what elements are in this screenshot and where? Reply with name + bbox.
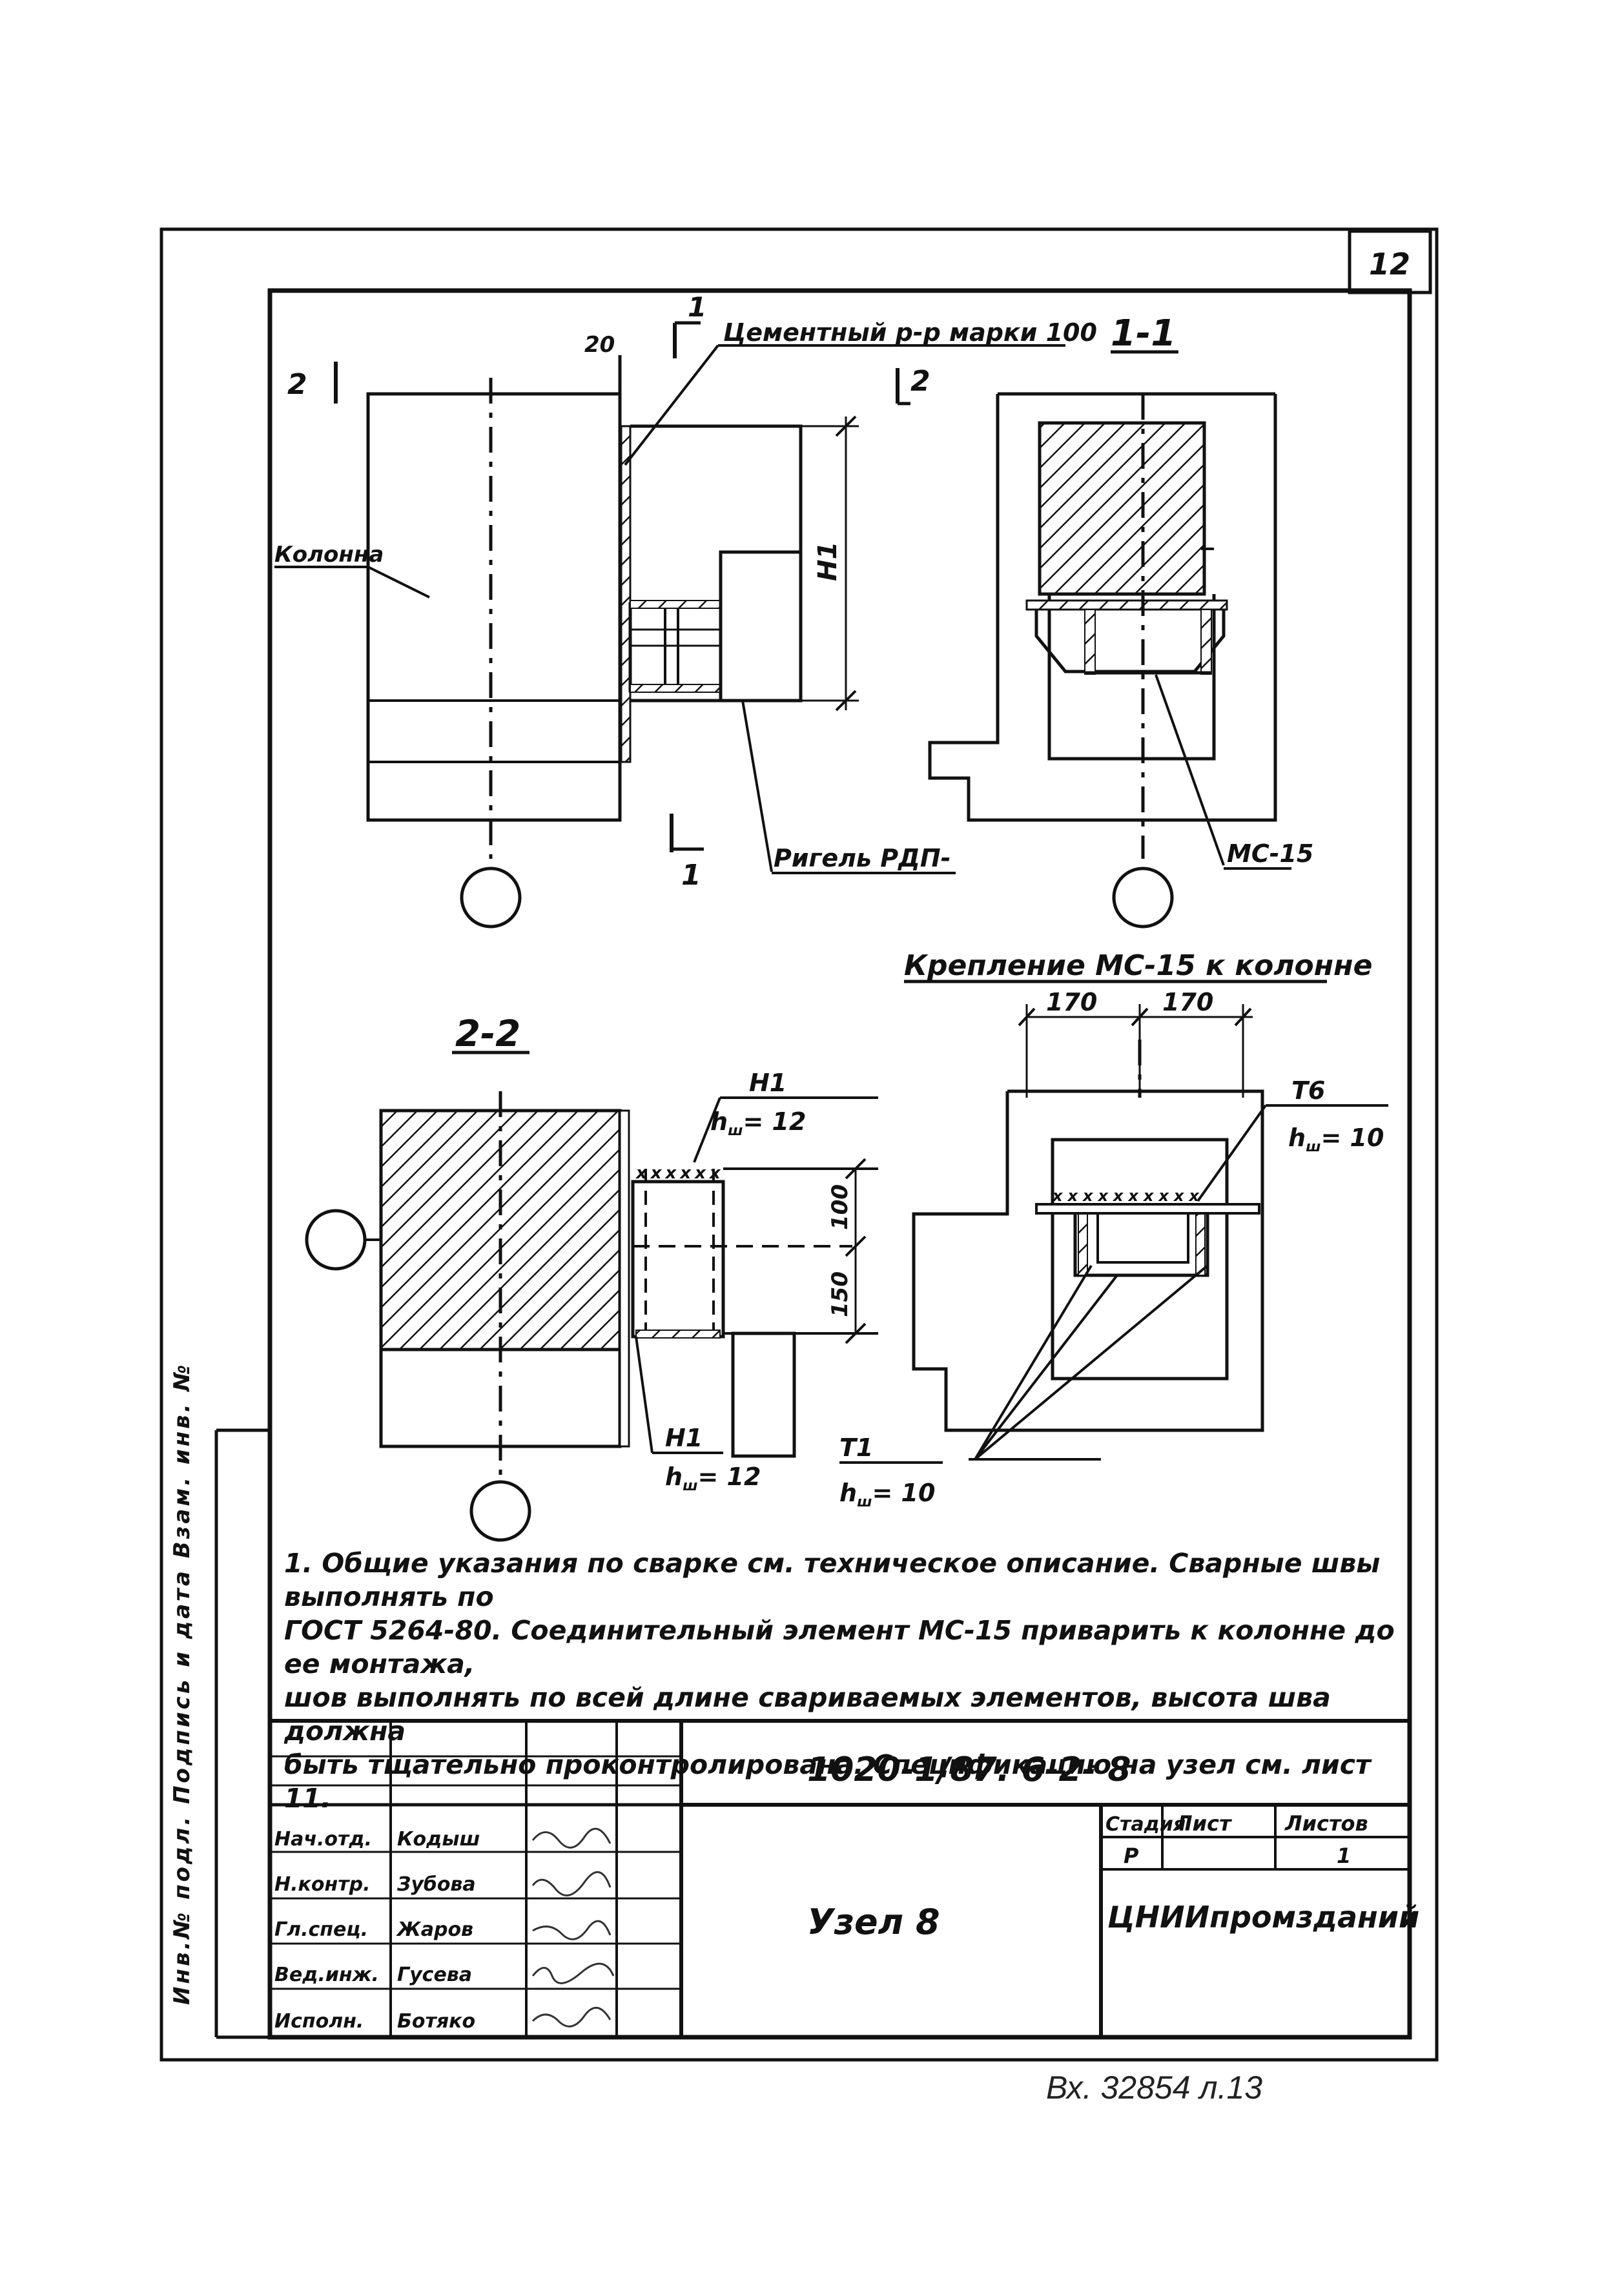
name-4: Гусева — [397, 1964, 472, 1986]
h1-bottom-h: h — [665, 1463, 683, 1491]
name-2: Зубова — [396, 1873, 476, 1896]
dim-upper: 100 — [827, 1184, 853, 1230]
section-1-mark: 1 — [688, 291, 706, 323]
section-1-1-outline — [928, 394, 1277, 822]
name-5: Ботяко — [397, 2010, 475, 2033]
role-4: Вед.инж. — [274, 1964, 379, 1986]
column-label: Колонна — [274, 542, 384, 568]
attachment-inner-rect — [1051, 1138, 1229, 1381]
view-section-1-1: 1-1 МС-15 — [928, 313, 1313, 929]
t6-weld-label: Т6 — [1291, 1076, 1325, 1105]
signature-3 — [532, 1920, 612, 1940]
note-line-3: шов выполнять по всей длине свариваемых … — [284, 1682, 1331, 1747]
svg-text:hш= 10: hш= 10 — [1288, 1124, 1384, 1155]
height-dim-label: H1 — [813, 542, 843, 581]
t1-h: h — [839, 1479, 857, 1507]
svg-text:hш= 10: hш= 10 — [839, 1479, 935, 1510]
sheet-number-box — [1348, 229, 1432, 294]
role-5: Исполн. — [274, 2010, 364, 2033]
gap-dim: 20 — [584, 332, 615, 358]
sheet-number: 12 — [1369, 247, 1410, 282]
role-2: Н.контр. — [274, 1873, 370, 1896]
sheets-value: 1 — [1337, 1844, 1351, 1868]
mortar-label: Цементный р-р марки 100 — [723, 318, 1097, 347]
archive-ref: Вх. 32854 л.13 — [1046, 2069, 1262, 2106]
attachment-dim-right: 170 — [1162, 988, 1213, 1016]
signature-5 — [531, 2007, 612, 2028]
h1-top-h: h — [710, 1107, 728, 1136]
general-notes: 1. Общие указания по сварке см. техничес… — [284, 1546, 1401, 1815]
h1-bottom-h-sub: ш — [683, 1478, 697, 1494]
note-line-1: 1. Общие указания по сварке см. техничес… — [284, 1548, 1381, 1612]
name-3: Жаров — [396, 1918, 473, 1941]
t1-weld-label: Т1 — [839, 1433, 873, 1462]
stage-value: Р — [1124, 1844, 1139, 1868]
h1-bottom-label: Н1 — [665, 1424, 703, 1452]
outer-frame — [159, 227, 1439, 2062]
signature-2 — [531, 1871, 612, 1896]
inner-frame — [267, 288, 1412, 2040]
t6-h-sub: ш — [1306, 1139, 1321, 1155]
section-2-mark-right: 2 — [910, 365, 930, 398]
doc-code: 1020-1/87. 6-2- 8 — [807, 1751, 1131, 1789]
svg-text:xxxxxxxxxx: xxxxxxxxxx — [1052, 1187, 1204, 1205]
section-2-2-axis-circle-bottom — [469, 1480, 531, 1542]
note-line-4: быть тщательно проконтролирована. Специф… — [284, 1749, 1371, 1814]
section-2-mark-left: 2 — [287, 368, 307, 401]
beam-label: Ригель РДП- — [774, 844, 951, 872]
title-block: 1020-1/87. 6-2- 8 Узел 8 Стадия Лист Лис… — [270, 1719, 1419, 2037]
svg-text:xxxxxx: xxxxxx — [635, 1164, 725, 1183]
section-1-1-beam-hatched — [1038, 421, 1206, 596]
t6-h-val: = 10 — [1321, 1124, 1384, 1152]
mc15-label: МС-15 — [1227, 839, 1313, 868]
svg-text:hш= 12: hш= 12 — [710, 1107, 806, 1139]
axis-marker-circle — [460, 867, 522, 929]
node-name: Узел 8 — [807, 1902, 940, 1942]
view-section-2-2: 2-2 xxxxxx 100 150 Н1 hш= 12 — [305, 1013, 878, 1542]
section-2-2-axis-circle-left — [305, 1209, 367, 1271]
signature-1 — [531, 1827, 612, 1849]
attachment-dim-left: 170 — [1046, 988, 1097, 1016]
t1-h-sub: ш — [857, 1494, 872, 1510]
h1-bottom-h-val: = 12 — [697, 1463, 761, 1491]
role-1: Нач.отд. — [274, 1828, 372, 1851]
view-attachment: Крепление МС-15 к колонне 170 170 xxxxxx… — [839, 949, 1388, 1510]
dim-lower: 150 — [827, 1271, 853, 1317]
h1-top-label: Н1 — [749, 1069, 786, 1097]
attachment-column-outline — [912, 1089, 1264, 1432]
attachment-title: Крепление МС-15 к колонне — [904, 949, 1372, 982]
section-1-1-axis-circle — [1112, 867, 1174, 929]
section-1-mark-bottom: 1 — [681, 859, 701, 892]
t1-h-val: = 10 — [872, 1479, 935, 1507]
sheets-label: Листов — [1284, 1811, 1368, 1836]
signature-4 — [531, 1962, 615, 1984]
name-1: Кодыш — [397, 1828, 480, 1851]
t6-h: h — [1288, 1124, 1306, 1152]
h1-top-h-val: = 12 — [743, 1107, 806, 1136]
organization: ЦНИИпромзданий — [1107, 1900, 1419, 1935]
connection-element — [628, 602, 723, 693]
beam-end — [719, 550, 803, 703]
svg-text:hш= 12: hш= 12 — [665, 1463, 761, 1494]
h1-top-h-sub: ш — [728, 1123, 743, 1139]
column-outline — [366, 392, 622, 822]
role-3: Гл.спец. — [274, 1918, 368, 1941]
mortar-layer — [620, 425, 632, 763]
note-line-2: ГОСТ 5264-80. Соединительный элемент МС-… — [284, 1615, 1395, 1679]
sheet-label: Лист — [1175, 1811, 1233, 1836]
view-main: H1 1 20 Цементный р-р марки 100 2 2 Коло… — [274, 291, 1097, 929]
side-stamp-text: Инв.№ подл. Подпись и дата Взам. инв. № — [169, 1362, 195, 2005]
section-2-2-title: 2-2 — [455, 1013, 520, 1055]
stage-label: Стадия — [1105, 1813, 1186, 1836]
section-1-1-title: 1-1 — [1111, 313, 1176, 354]
